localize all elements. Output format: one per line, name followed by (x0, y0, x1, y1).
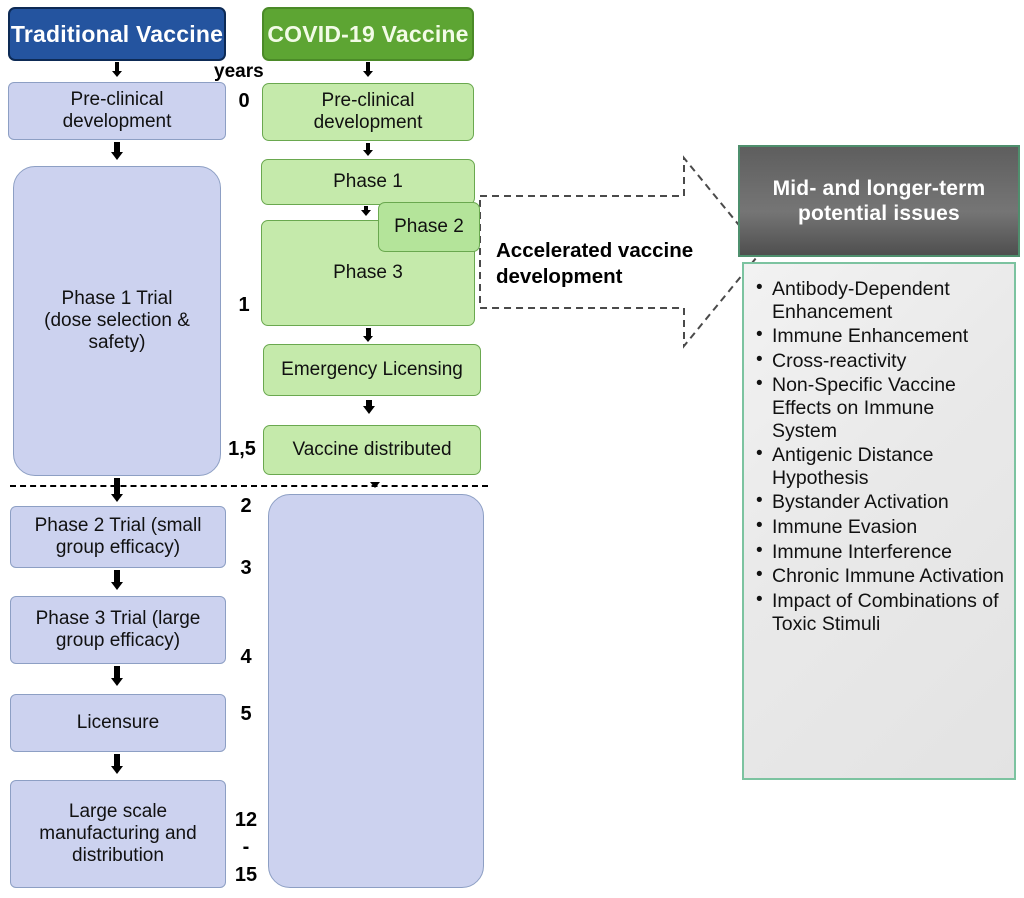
year-tick-1: 1 (238, 294, 250, 316)
traditional-step-phase-2-trial: Phase 2 Trial (small group efficacy) (10, 506, 226, 568)
traditional-step-phase-1-trial: Phase 1 Trial (dose selection & safety) (13, 166, 221, 476)
accelerated-development-arrow (479, 155, 763, 349)
traditional-vaccine-header: Traditional Vaccine (8, 7, 226, 61)
year-tick-12: 12 (234, 809, 258, 831)
issues-panel-title: Mid- and longer-term potential issues (738, 145, 1020, 257)
list-item: Immune Evasion (756, 515, 1004, 539)
list-item: Antigenic Distance Hypothesis (756, 443, 1004, 489)
year-tick-dash: - (242, 836, 250, 858)
traditional-step-phase-3-trial: Phase 3 Trial (large group efficacy) (10, 596, 226, 664)
year-tick-5: 5 (240, 703, 252, 725)
list-item: Immune Enhancement (756, 324, 1004, 348)
list-item: Bystander Activation (756, 491, 1004, 514)
traditional-step-large-scale-manufacturing: Large scale manufacturing and distributi… (10, 780, 226, 888)
list-item: Non-Specific Vaccine Effects on Immune S… (756, 373, 1004, 442)
accelerated-development-label: Accelerated vaccine development (496, 239, 694, 288)
year-tick-0: 0 (238, 90, 250, 112)
traditional-step-licensure: Licensure (10, 694, 226, 752)
covid-step-phase-1: Phase 1 (261, 159, 475, 205)
year-tick-2: 2 (240, 495, 252, 517)
year-tick-3: 3 (240, 557, 252, 579)
timeline-separator-dashed-line (10, 485, 488, 487)
covid-step-emergency-licensing: Emergency Licensing (263, 344, 481, 396)
list-item: Chronic Immune Activation (756, 564, 1004, 588)
issues-list: Antibody-Dependent Enhancement Immune En… (756, 277, 1004, 635)
list-item: Antibody-Dependent Enhancement (756, 277, 1004, 323)
issues-panel-body: Antibody-Dependent Enhancement Immune En… (742, 262, 1016, 780)
list-item: Immune Interference (756, 540, 1004, 564)
traditional-step-pre-clinical: Pre-clinical development (8, 82, 226, 140)
covid-step-pre-clinical: Pre-clinical development (262, 83, 474, 141)
covid-vaccine-header: COVID-19 Vaccine (262, 7, 474, 61)
year-tick-4: 4 (240, 646, 252, 668)
covid-column-post-distribution-block (268, 494, 484, 888)
years-axis-label: years (214, 61, 264, 82)
covid-step-vaccine-distributed: Vaccine distributed (263, 425, 481, 475)
year-tick-1-5: 1,5 (228, 438, 256, 460)
list-item: Impact of Combinations of Toxic Stimuli (756, 589, 1004, 635)
covid-step-phase-2: Phase 2 (378, 202, 480, 252)
list-item: Cross-reactivity (756, 349, 1004, 373)
year-tick-15: 15 (234, 864, 258, 886)
